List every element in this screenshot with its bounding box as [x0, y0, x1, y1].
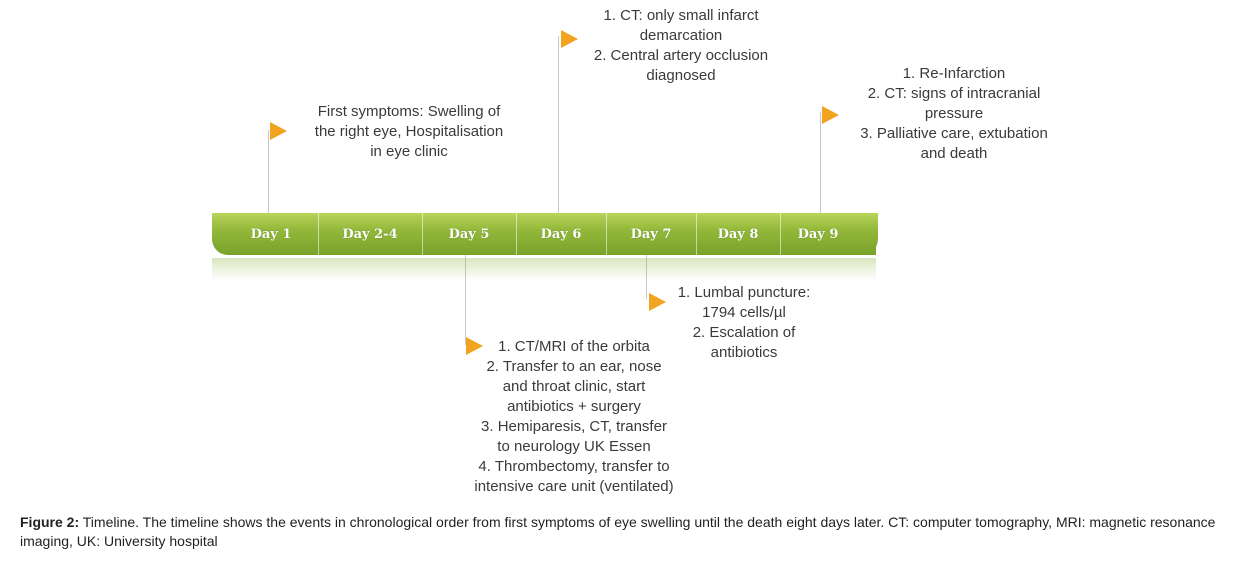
note-line: First symptoms: Swelling of — [317, 103, 501, 120]
day-separator — [696, 213, 697, 255]
event-marker-day5 — [466, 337, 483, 355]
caption-text: Timeline. The timeline shows the events … — [20, 514, 1216, 549]
event-marker-day7 — [649, 293, 666, 311]
note-line: 1. Re-Infarction — [902, 65, 1006, 82]
timeline-bar-reflection — [212, 258, 876, 280]
event-note-day1: First symptoms: Swelling of the right ey… — [294, 102, 524, 162]
day-label-2-4: Day 2-4 — [342, 227, 398, 242]
note-line: in eye clinic — [370, 143, 448, 160]
note-line: intensive care unit (ventilated) — [474, 478, 674, 495]
note-line: 2. CT: signs of intracranial — [867, 85, 1041, 102]
note-line: 3. Palliative care, extubation — [860, 125, 1048, 142]
timeline-bar — [212, 213, 876, 255]
day-separator — [422, 213, 423, 255]
note-line: diagnosed — [646, 67, 716, 84]
note-line: antibiotics — [710, 344, 778, 361]
note-line: 3. Hemiparesis, CT, transfer — [481, 418, 667, 435]
timeline-bar-tip — [856, 213, 878, 255]
note-line: and death — [920, 145, 988, 162]
event-note-day6: 1. CT: only small infarct demarcation 2.… — [578, 6, 784, 86]
event-marker-day1 — [270, 122, 287, 140]
note-line: to neurology UK Essen — [497, 438, 651, 455]
connector-day5 — [465, 255, 466, 345]
day-separator — [318, 213, 319, 255]
event-marker-day9 — [822, 106, 839, 124]
day-label-8: Day 8 — [717, 227, 759, 242]
event-note-day9: 1. Re-Infarction 2. CT: signs of intracr… — [844, 64, 1064, 164]
connector-day6 — [558, 36, 559, 213]
event-note-day5: 1. CT/MRI of the orbita 2. Transfer to a… — [456, 337, 692, 497]
connector-day9 — [820, 112, 821, 213]
day-separator — [516, 213, 517, 255]
connector-day7 — [646, 255, 647, 299]
note-line: antibiotics + surgery — [507, 398, 641, 415]
note-line: 2. Escalation of — [692, 324, 796, 341]
day-separator — [606, 213, 607, 255]
day-label-9: Day 9 — [797, 227, 839, 242]
note-line: pressure — [924, 105, 984, 122]
note-line: 1794 cells/µl — [702, 304, 786, 321]
note-line: 1. CT/MRI of the orbita — [498, 338, 650, 355]
note-line: the right eye, Hospitalisation — [314, 123, 504, 140]
note-line: 2. Central artery occlusion — [593, 47, 769, 64]
note-line: 4. Thrombectomy, transfer to — [478, 458, 670, 475]
day-label-7: Day 7 — [630, 227, 672, 242]
day-label-6: Day 6 — [540, 227, 582, 242]
note-line: demarcation — [639, 27, 723, 44]
day-label-1: Day 1 — [250, 227, 292, 242]
day-label-5: Day 5 — [448, 227, 490, 242]
event-note-day7: 1. Lumbal puncture: 1794 cells/µl 2. Esc… — [666, 283, 822, 363]
note-line: 2. Transfer to an ear, nose — [486, 358, 662, 375]
event-marker-day6 — [561, 30, 578, 48]
connector-day1 — [268, 130, 269, 213]
caption-label: Figure 2: — [20, 514, 80, 530]
figure-caption: Figure 2: Timeline. The timeline shows t… — [20, 513, 1230, 551]
day-separator — [780, 213, 781, 255]
note-line: 1. CT: only small infarct — [603, 7, 759, 24]
note-line: and throat clinic, start — [502, 378, 646, 395]
note-line: 1. Lumbal puncture: — [677, 284, 811, 301]
